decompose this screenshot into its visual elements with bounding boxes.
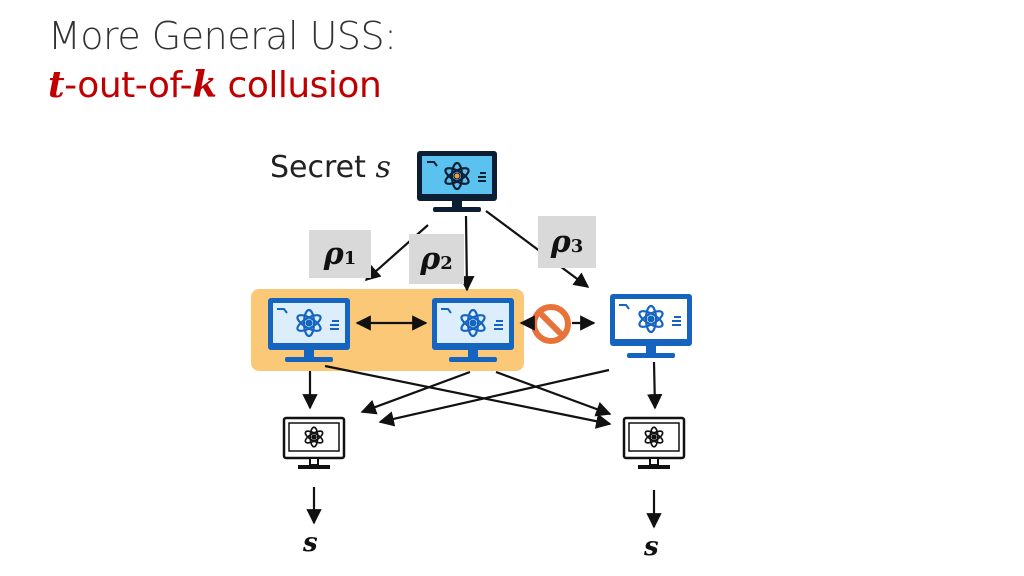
share-2-symbol: ρ [420,241,441,277]
secret-label: Secret s [270,150,391,185]
slide-title: More General USS: [48,14,397,58]
party-3-computer-icon [610,294,692,358]
recipient-2-computer-icon [622,416,686,469]
arrow-p2-r1 [360,370,471,415]
dealer-computer-icon [417,151,497,212]
subtitle-end: collusion [216,65,382,106]
secret-variable: s [375,150,391,185]
output-1-label: s [303,528,318,558]
output-2-label: s [644,532,659,562]
share-3-symbol: ρ [550,224,571,260]
party-1-computer-icon [268,298,350,362]
share-3-index: 3 [570,235,584,257]
share-1-index: 1 [343,247,357,269]
arrow-p3-r1 [378,368,610,427]
share-1-symbol: ρ [323,236,344,272]
arrow-p1-r2 [324,364,612,429]
arrow-p2-r2 [495,370,612,417]
arrow-p3-r2 [647,361,663,410]
share-2-index: 2 [440,252,453,274]
arrow-share-2 [459,215,475,292]
subtitle-t: t [48,64,65,106]
recipient-1-computer-icon [282,416,346,469]
arrow-share-3 [485,210,590,288]
subtitle-mid: -out-of- [64,65,193,106]
party-2-computer-icon [432,298,514,362]
slide-subtitle: t-out-of-k collusion [48,64,382,106]
subtitle-k: k [192,64,217,106]
forbidden-icon [531,304,571,344]
secret-label-prefix: Secret [270,150,376,185]
